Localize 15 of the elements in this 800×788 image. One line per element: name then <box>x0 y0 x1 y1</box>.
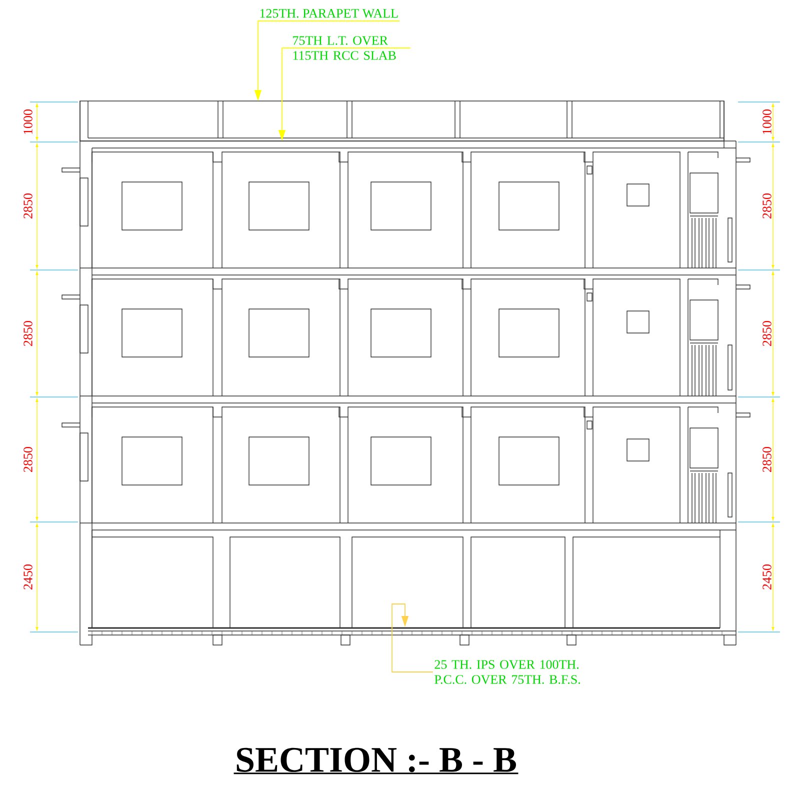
dimension-label: 2850 <box>22 320 34 348</box>
dimension-label: 2450 <box>22 563 34 591</box>
dimension-label: 2850 <box>762 320 772 348</box>
dimension-label: 1000 <box>22 108 34 136</box>
callout-text: 25 TH. IPS OVER 100TH. P.C.C. OVER 75TH. B.F.S. <box>434 660 580 684</box>
callout-text: 75TH L.T. OVER 115TH RCC SLAB <box>293 36 396 60</box>
dimension-label: 1000 <box>762 108 772 136</box>
dimension-label: 2850 <box>762 446 772 474</box>
callout-text: 125TH. PARAPET WALL <box>260 9 398 18</box>
dimension-label: 2850 <box>22 192 34 220</box>
dimension-label: 2450 <box>762 563 772 591</box>
leader-line <box>392 604 434 672</box>
dimension-label: 2850 <box>22 446 34 474</box>
title: SECTION :- B - B <box>234 748 518 774</box>
dimension-label: 2850 <box>762 192 772 220</box>
